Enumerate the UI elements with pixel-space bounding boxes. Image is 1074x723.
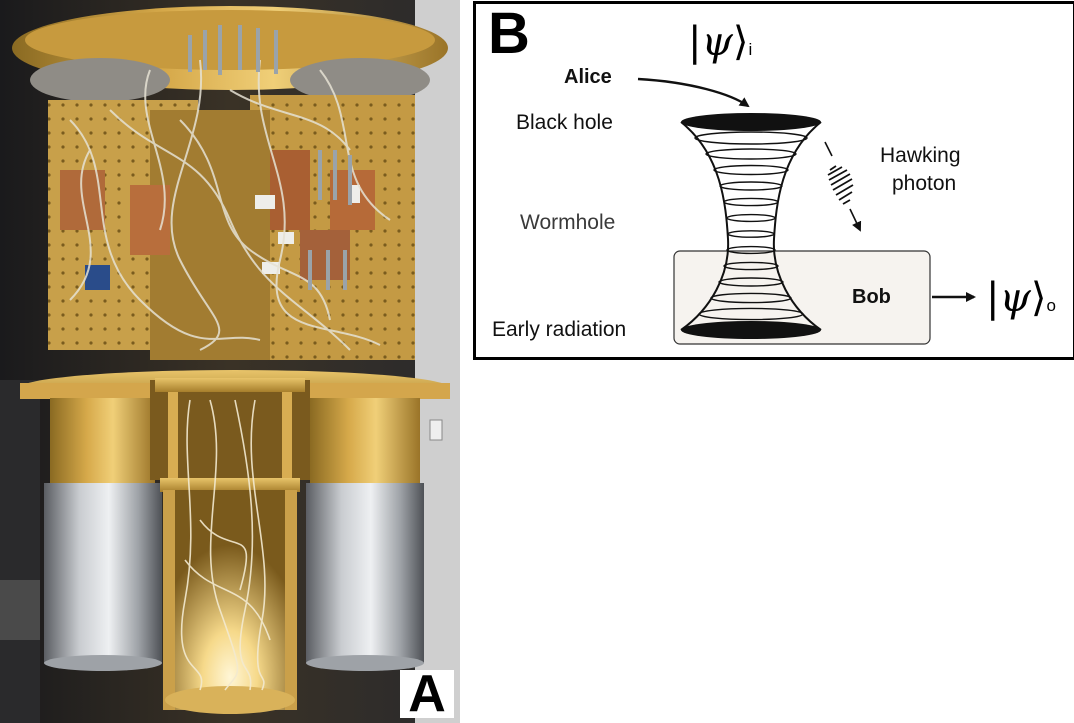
- early-radiation-ellipse: [681, 321, 821, 339]
- output-ket-symbol: ψ: [999, 275, 1031, 321]
- wormhole-outline: [680, 121, 822, 331]
- bob-label: Bob: [852, 286, 891, 308]
- alice-label: Alice: [564, 66, 612, 88]
- hawking-wave-packet: [827, 165, 854, 205]
- panel-a-letter: A: [408, 665, 446, 723]
- dilution-refrigerator-photo: [0, 0, 460, 723]
- output-state-ket: |ψ⟩o: [986, 275, 1056, 321]
- hawking-arrow: [849, 208, 862, 232]
- hawking-label: Hawking: [880, 144, 961, 167]
- black-hole-label: Black hole: [516, 111, 613, 134]
- bob-region-box: [673, 250, 931, 345]
- wormhole-diagram: [637, 77, 976, 345]
- alice-arrow: [637, 77, 750, 108]
- panel-a-label-box: A: [400, 665, 454, 723]
- early-radiation-label: Early radiation: [492, 318, 627, 341]
- panel-b-letter: B: [488, 1, 530, 66]
- input-state-ket: |ψ⟩i: [688, 19, 753, 65]
- wormhole-label: Wormhole: [520, 211, 616, 234]
- photon-label: photon: [892, 172, 957, 195]
- wormhole-rings: [694, 131, 808, 321]
- input-ket-symbol: ψ: [701, 19, 733, 65]
- hawking-arrow-stem: [824, 141, 833, 157]
- input-ket-subscript: i: [748, 40, 753, 59]
- photo-panel: A: [0, 0, 460, 723]
- black-hole-ellipse: [681, 113, 821, 131]
- diagram-panel: B |ψ⟩i |ψ⟩o Alice Black hole Wormhole Ha…: [473, 1, 1074, 360]
- output-ket-subscript: o: [1046, 296, 1056, 315]
